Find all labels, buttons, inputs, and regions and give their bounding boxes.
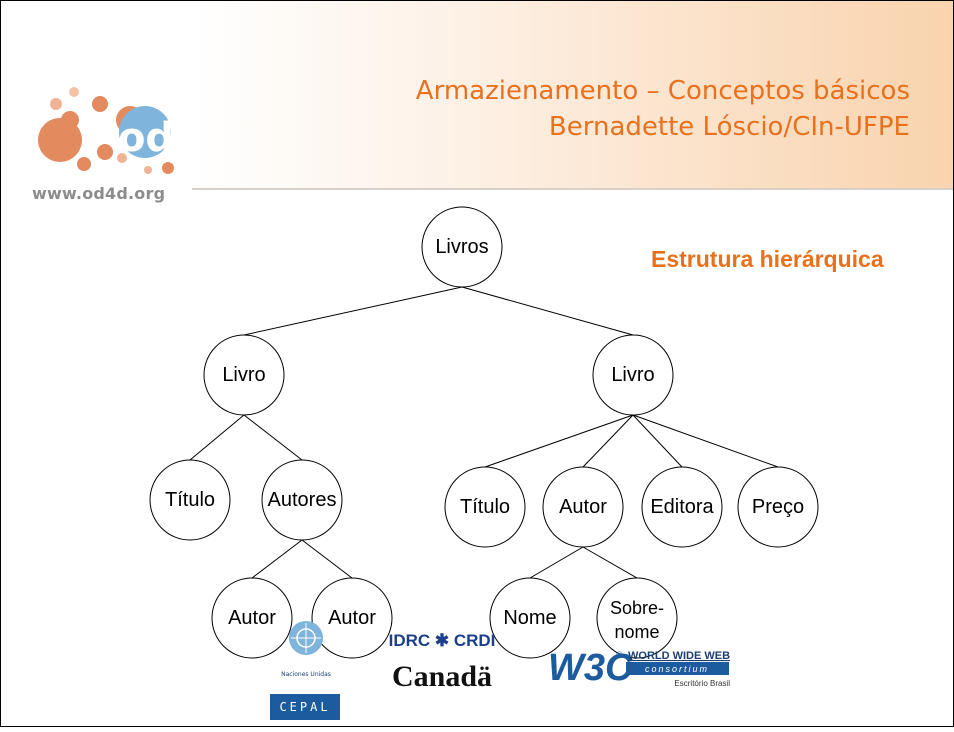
tree-edge: [301, 539, 353, 579]
node-circle: [421, 206, 503, 288]
tree-node-autor-a: Autor: [211, 577, 293, 659]
tree-edge: [243, 286, 463, 336]
un-cepal-logo: Naciones Unidas CEPAL: [270, 621, 340, 720]
node-label: Título: [165, 489, 215, 511]
tree-node-titulo-right: Título: [444, 466, 526, 548]
node-label: Livro: [611, 364, 654, 386]
un-label: Naciones Unidas: [281, 671, 331, 678]
node-circle: [489, 577, 571, 659]
tree-node-nome: Nome: [489, 577, 571, 659]
tree-edge: [582, 414, 634, 468]
w3c-tagline1: WORLD WIDE WEB: [628, 650, 730, 662]
slide-title: Armazienamento – Conceptos básicos: [415, 76, 910, 106]
node-label: Título: [460, 496, 510, 518]
node-circle: [444, 466, 526, 548]
node-label: Editora: [650, 496, 714, 518]
tree-node-livro-right: Livro: [592, 334, 674, 416]
w3c-tagline2: consortium: [645, 664, 709, 674]
tree-edge: [632, 414, 779, 468]
w3c-logo: W3C ® WORLD WIDE WEB consortium Escritór…: [548, 647, 730, 689]
node-label: nome: [614, 622, 659, 642]
node-label: Nome: [503, 607, 556, 629]
node-circle: [592, 334, 674, 416]
footer-logos: Naciones Unidas CEPAL IDRC ✱ CRDI Canadä…: [0, 620, 954, 727]
cepal-label: CEPAL: [279, 700, 330, 714]
node-circle: [211, 577, 293, 659]
tree-node-editora: Editora: [641, 466, 723, 548]
node-label: Livro: [222, 364, 265, 386]
od4d-logo: od www.od4d.org: [0, 0, 192, 203]
slide-subtitle: Estrutura hierárquica: [651, 246, 884, 272]
tree-node-preco: Preço: [737, 466, 819, 548]
tree-node-root: Livros: [421, 206, 503, 288]
node-label: Autor: [328, 607, 376, 629]
node-circle: [311, 577, 393, 659]
tree-node-sobrenome: Sobre-nome: [596, 577, 678, 659]
tree-node-livro-left: Livro: [203, 334, 285, 416]
w3c-tagline3: Escritório Brasil: [674, 679, 730, 688]
idrc-label: IDRC ✱ CRDI: [389, 631, 496, 650]
node-circle: [596, 577, 678, 659]
slide-author: Bernadette Lóscio/CIn-UFPE: [548, 112, 910, 142]
logo-text: od: [118, 115, 174, 161]
node-label: Autores: [268, 489, 337, 511]
node-circle: [737, 466, 819, 548]
node-circle: [542, 466, 624, 548]
idrc-canada-logo: IDRC ✱ CRDI Canadä: [389, 631, 496, 693]
node-circle: [641, 466, 723, 548]
node-label: Livros: [435, 236, 488, 258]
tree-edge: [251, 539, 303, 579]
tree-node-autor-b: Autor: [311, 577, 393, 659]
tree-edge: [529, 546, 584, 579]
tree-node-autores: Autores: [261, 459, 343, 541]
node-label: Autor: [228, 607, 276, 629]
tree-node-autor-right: Autor: [542, 466, 624, 548]
tree-edge: [461, 286, 634, 336]
tree-edge: [243, 414, 303, 461]
node-circle: [261, 459, 343, 541]
tree-edge: [582, 546, 638, 579]
logo-url: www.od4d.org: [32, 184, 166, 203]
node-label: Sobre-: [610, 598, 664, 618]
w3c-label: W3C: [548, 647, 633, 689]
header-band: [192, 0, 954, 190]
od4d-logo-mark: od: [38, 87, 174, 174]
node-label: Preço: [752, 496, 804, 518]
tree-node-titulo-left: Título: [149, 459, 231, 541]
node-circle: [203, 334, 285, 416]
node-label: Autor: [559, 496, 607, 518]
tree-edge: [189, 414, 245, 461]
tree-edge: [632, 414, 683, 468]
node-circle: [149, 459, 231, 541]
tree-edge: [484, 414, 634, 468]
canada-label: Canadä: [392, 660, 492, 693]
w3c-trademark: ®: [616, 650, 623, 660]
